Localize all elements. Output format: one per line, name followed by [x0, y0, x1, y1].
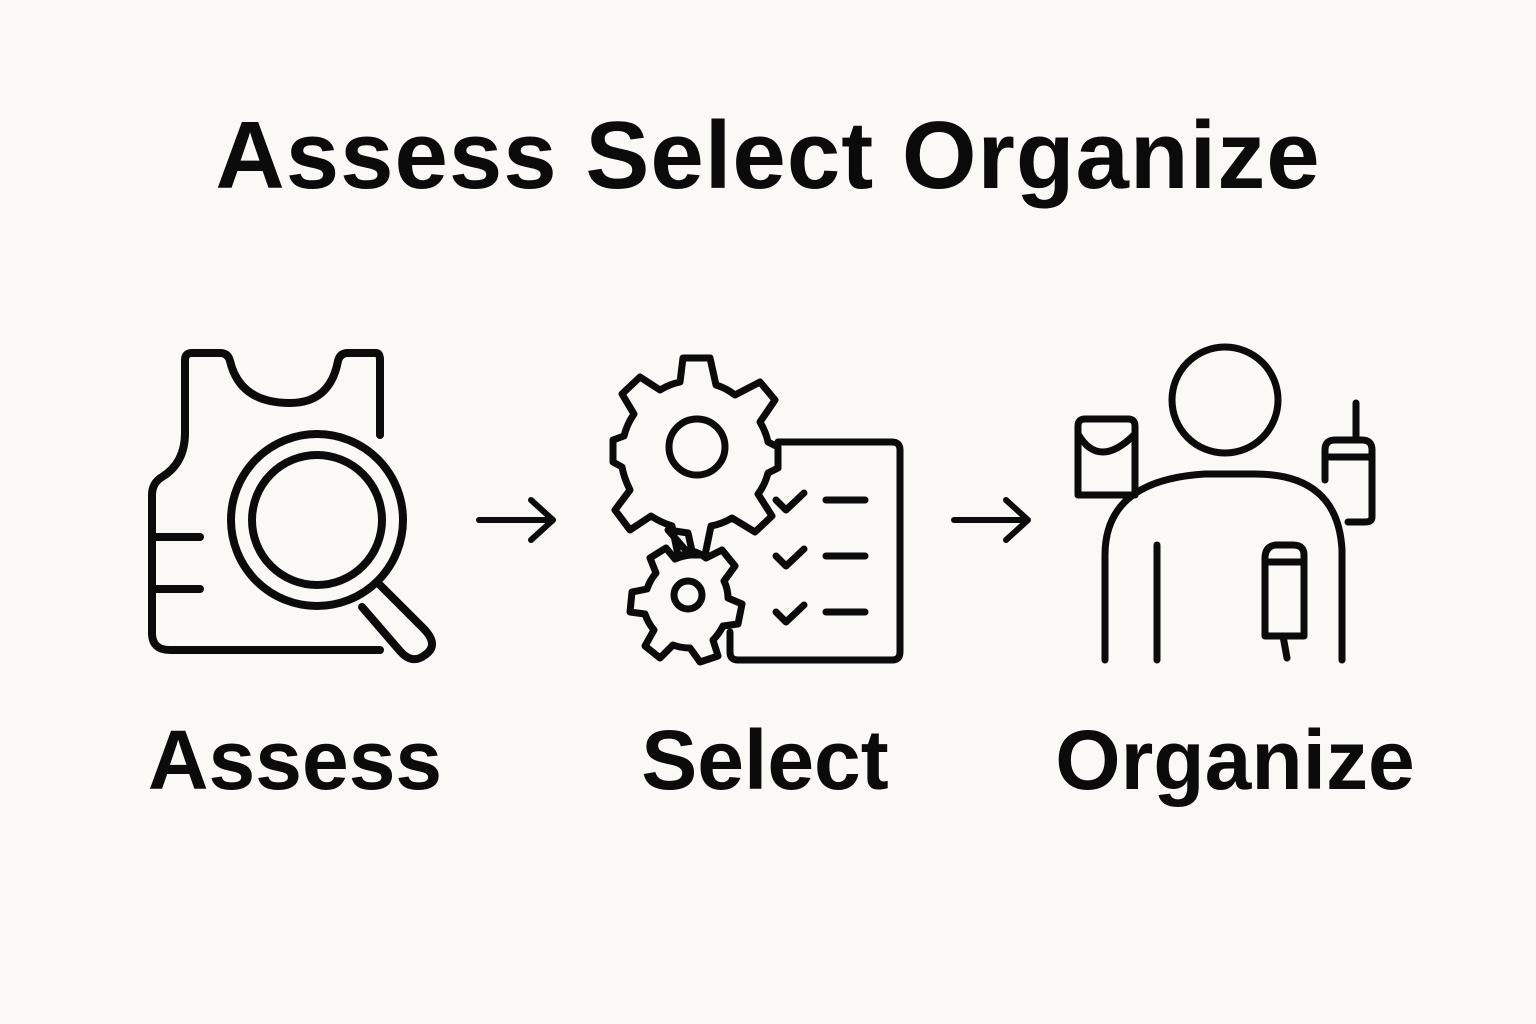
- page-title: Assess Select Organize: [215, 102, 1321, 209]
- right-arrow-icon: [475, 495, 560, 550]
- right-arrow-icon: [950, 495, 1035, 550]
- vest-magnifier-icon: [140, 345, 470, 665]
- step-label-select: Select: [641, 713, 889, 807]
- step-label-organize: Organize: [1055, 713, 1415, 807]
- step-label-assess: Assess: [147, 713, 443, 807]
- gears-checklist-icon: [609, 350, 910, 670]
- person-gear-icon: [1065, 340, 1385, 670]
